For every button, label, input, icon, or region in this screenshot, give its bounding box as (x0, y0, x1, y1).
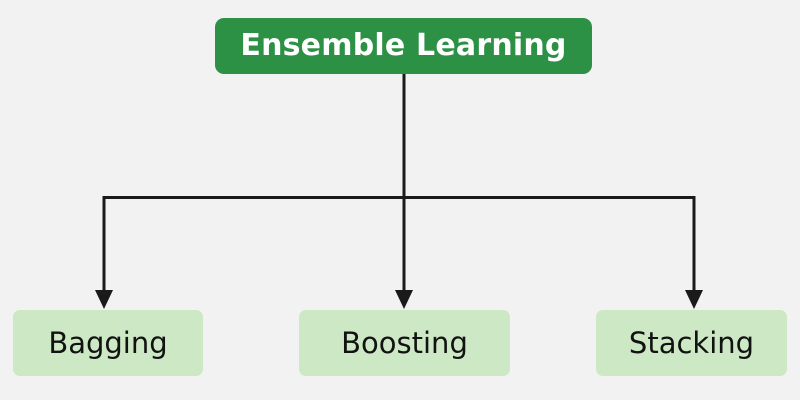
node-ensemble-learning-label: Ensemble Learning (240, 28, 567, 63)
node-ensemble-learning: Ensemble Learning (215, 18, 592, 74)
node-bagging: Bagging (13, 310, 203, 376)
node-stacking-label: Stacking (628, 325, 755, 360)
node-bagging-label: Bagging (48, 325, 168, 360)
node-boosting-label: Boosting (341, 325, 468, 360)
node-boosting: Boosting (299, 310, 510, 376)
arrowhead-stacking (685, 290, 703, 309)
arrowhead-bagging (95, 290, 113, 309)
arrowhead-boosting (395, 290, 413, 309)
node-stacking: Stacking (596, 310, 787, 376)
